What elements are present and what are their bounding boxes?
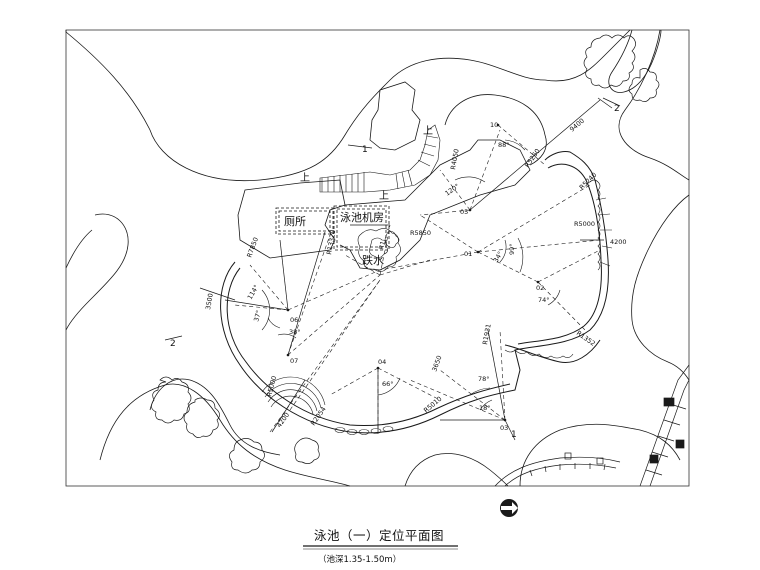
toilet-box <box>275 207 334 235</box>
dim-r5010: R5010 <box>422 395 443 415</box>
shrub-clusters <box>151 34 660 474</box>
drawing-subtitle: （池深1.35-1.50m） <box>318 554 401 565</box>
dim-9400: 9400 <box>568 117 586 134</box>
angle-37: 37° <box>252 309 263 322</box>
dim-r1352: R1352 <box>575 329 597 348</box>
point-10: 10 <box>490 121 498 129</box>
pool-edge-stones <box>334 426 394 435</box>
right-stone-edge <box>504 179 613 359</box>
angle-34: 34° <box>492 250 505 264</box>
angle-120: 120° <box>444 182 461 198</box>
stair-tread-line <box>395 173 399 190</box>
dim-3650: 3650 <box>430 354 443 372</box>
stair-tread-line <box>420 151 435 157</box>
drawing-title: 泳池（一）定位平面图 <box>314 528 444 543</box>
angle-38: 38° <box>289 328 301 336</box>
angle-18: 18° <box>479 404 491 412</box>
stair-tread-line <box>426 135 439 139</box>
dim-r4050: R4050 <box>449 148 461 170</box>
section-mark-1-bottom: 1 <box>511 430 517 440</box>
angle-114: 114° <box>246 283 261 301</box>
dim-r5850: R5850 <box>410 229 431 237</box>
angle-arcs <box>261 139 561 411</box>
dim-4200-left: 4200 <box>275 411 291 429</box>
waterfall-label: 跌水 <box>362 253 384 267</box>
section-mark-1-top: 1 <box>362 145 368 155</box>
dim-4200-right: 4200 <box>610 238 627 246</box>
pump-room-box <box>333 205 390 251</box>
stair-tread-line <box>417 159 431 167</box>
point-05: 05 <box>460 208 468 216</box>
pump-room-label: 泳池机房 <box>340 210 384 224</box>
dim-r-small: R1 <box>377 240 387 250</box>
dim-r5000-right: R5000 <box>574 220 595 228</box>
angle-66: 66° <box>382 380 394 388</box>
waterfall-rocks <box>357 228 401 272</box>
point-01: 01 <box>464 250 472 258</box>
section-mark-2-top: 2 <box>614 104 620 114</box>
dim-r5000-left: R5000 <box>265 375 278 397</box>
edge-stone <box>334 427 346 433</box>
edge-stone <box>370 428 382 434</box>
stair-up-label-2: 上 <box>300 172 310 184</box>
edge-stone <box>346 429 358 435</box>
semicircle-steps <box>261 376 326 415</box>
point-03: 03 <box>500 424 508 432</box>
angle-74: 74° <box>538 296 550 304</box>
dim-3500: 3500 <box>204 293 215 311</box>
dim-r1931: R1931 <box>481 323 493 345</box>
stair-bands <box>319 124 441 193</box>
point-06: 06 <box>290 316 298 324</box>
radius-lines <box>234 124 601 433</box>
section-mark-2-left: 2 <box>170 339 176 349</box>
stair-tread-line <box>401 171 406 188</box>
pool-outline <box>220 151 609 434</box>
dimension-lines <box>164 97 621 441</box>
dim-r7850: R7850 <box>245 236 260 259</box>
point-02: 02 <box>536 284 544 292</box>
angle-88: 88° <box>498 141 510 149</box>
dim-r13320: R13320 <box>325 229 337 255</box>
bottom-right-structure <box>494 364 690 487</box>
toilet-label: 厕所 <box>284 215 306 228</box>
center-markers <box>286 123 540 422</box>
stair-tread-line <box>407 169 413 186</box>
stair-up-label-1: 上 <box>423 125 433 137</box>
point-07: 07 <box>290 357 298 365</box>
stair-up-label-3: 上 <box>379 190 389 202</box>
room-boxes <box>275 205 390 251</box>
angle-99: 99° <box>508 243 516 255</box>
edge-stone <box>382 426 394 432</box>
point-04: 04 <box>378 358 386 366</box>
dim-r5260: R5260 <box>523 147 542 169</box>
stair-tread-line <box>423 143 437 148</box>
north-arrow-icon <box>500 499 518 517</box>
drawing-frame <box>65 29 690 487</box>
angle-78: 78° <box>478 375 490 383</box>
edge-stone <box>358 429 370 435</box>
